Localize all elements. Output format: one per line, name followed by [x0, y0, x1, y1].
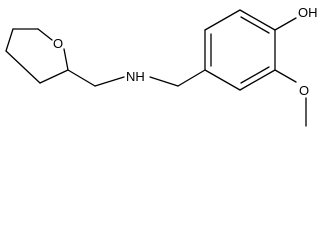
bond-aryl-c5-c6-inner: [240, 66, 270, 84]
bond-aryl-c3-c4: [239, 9, 276, 31]
bond-ch2-aryl: [177, 69, 206, 87]
bond-aryl-c6-c1: [204, 69, 241, 91]
bond-aryl-oh: [274, 17, 297, 31]
ring-oxygen-label: O: [53, 36, 63, 51]
bond-ring-c5-c1: [5, 50, 41, 84]
bond-ring-c3-o: [37, 28, 53, 41]
methoxy-oxygen-label: O: [299, 83, 309, 98]
molecule-structure: O NH OH O: [5, 5, 318, 127]
bond-ring-c4-c5: [39, 69, 69, 84]
bond-aryl-c2-c3: [204, 9, 241, 31]
bond-ring-o-c4: [63, 48, 69, 71]
amine-label: NH: [126, 69, 145, 84]
bond-ring-ch2: [67, 69, 96, 87]
bond-aryl-o-methoxy: [274, 69, 297, 83]
benzene-ring: [204, 9, 276, 91]
bond-aryl-c3-c4-inner: [240, 16, 270, 34]
bond-ch2-nh: [94, 76, 125, 87]
bond-nh-ch2: [149, 76, 179, 87]
hydroxyl-label: OH: [298, 5, 318, 20]
bond-aryl-c5-c6: [239, 69, 276, 91]
tetrahydrofuran-ring: [5, 28, 69, 84]
bond-ring-c1-c2: [5, 28, 14, 52]
